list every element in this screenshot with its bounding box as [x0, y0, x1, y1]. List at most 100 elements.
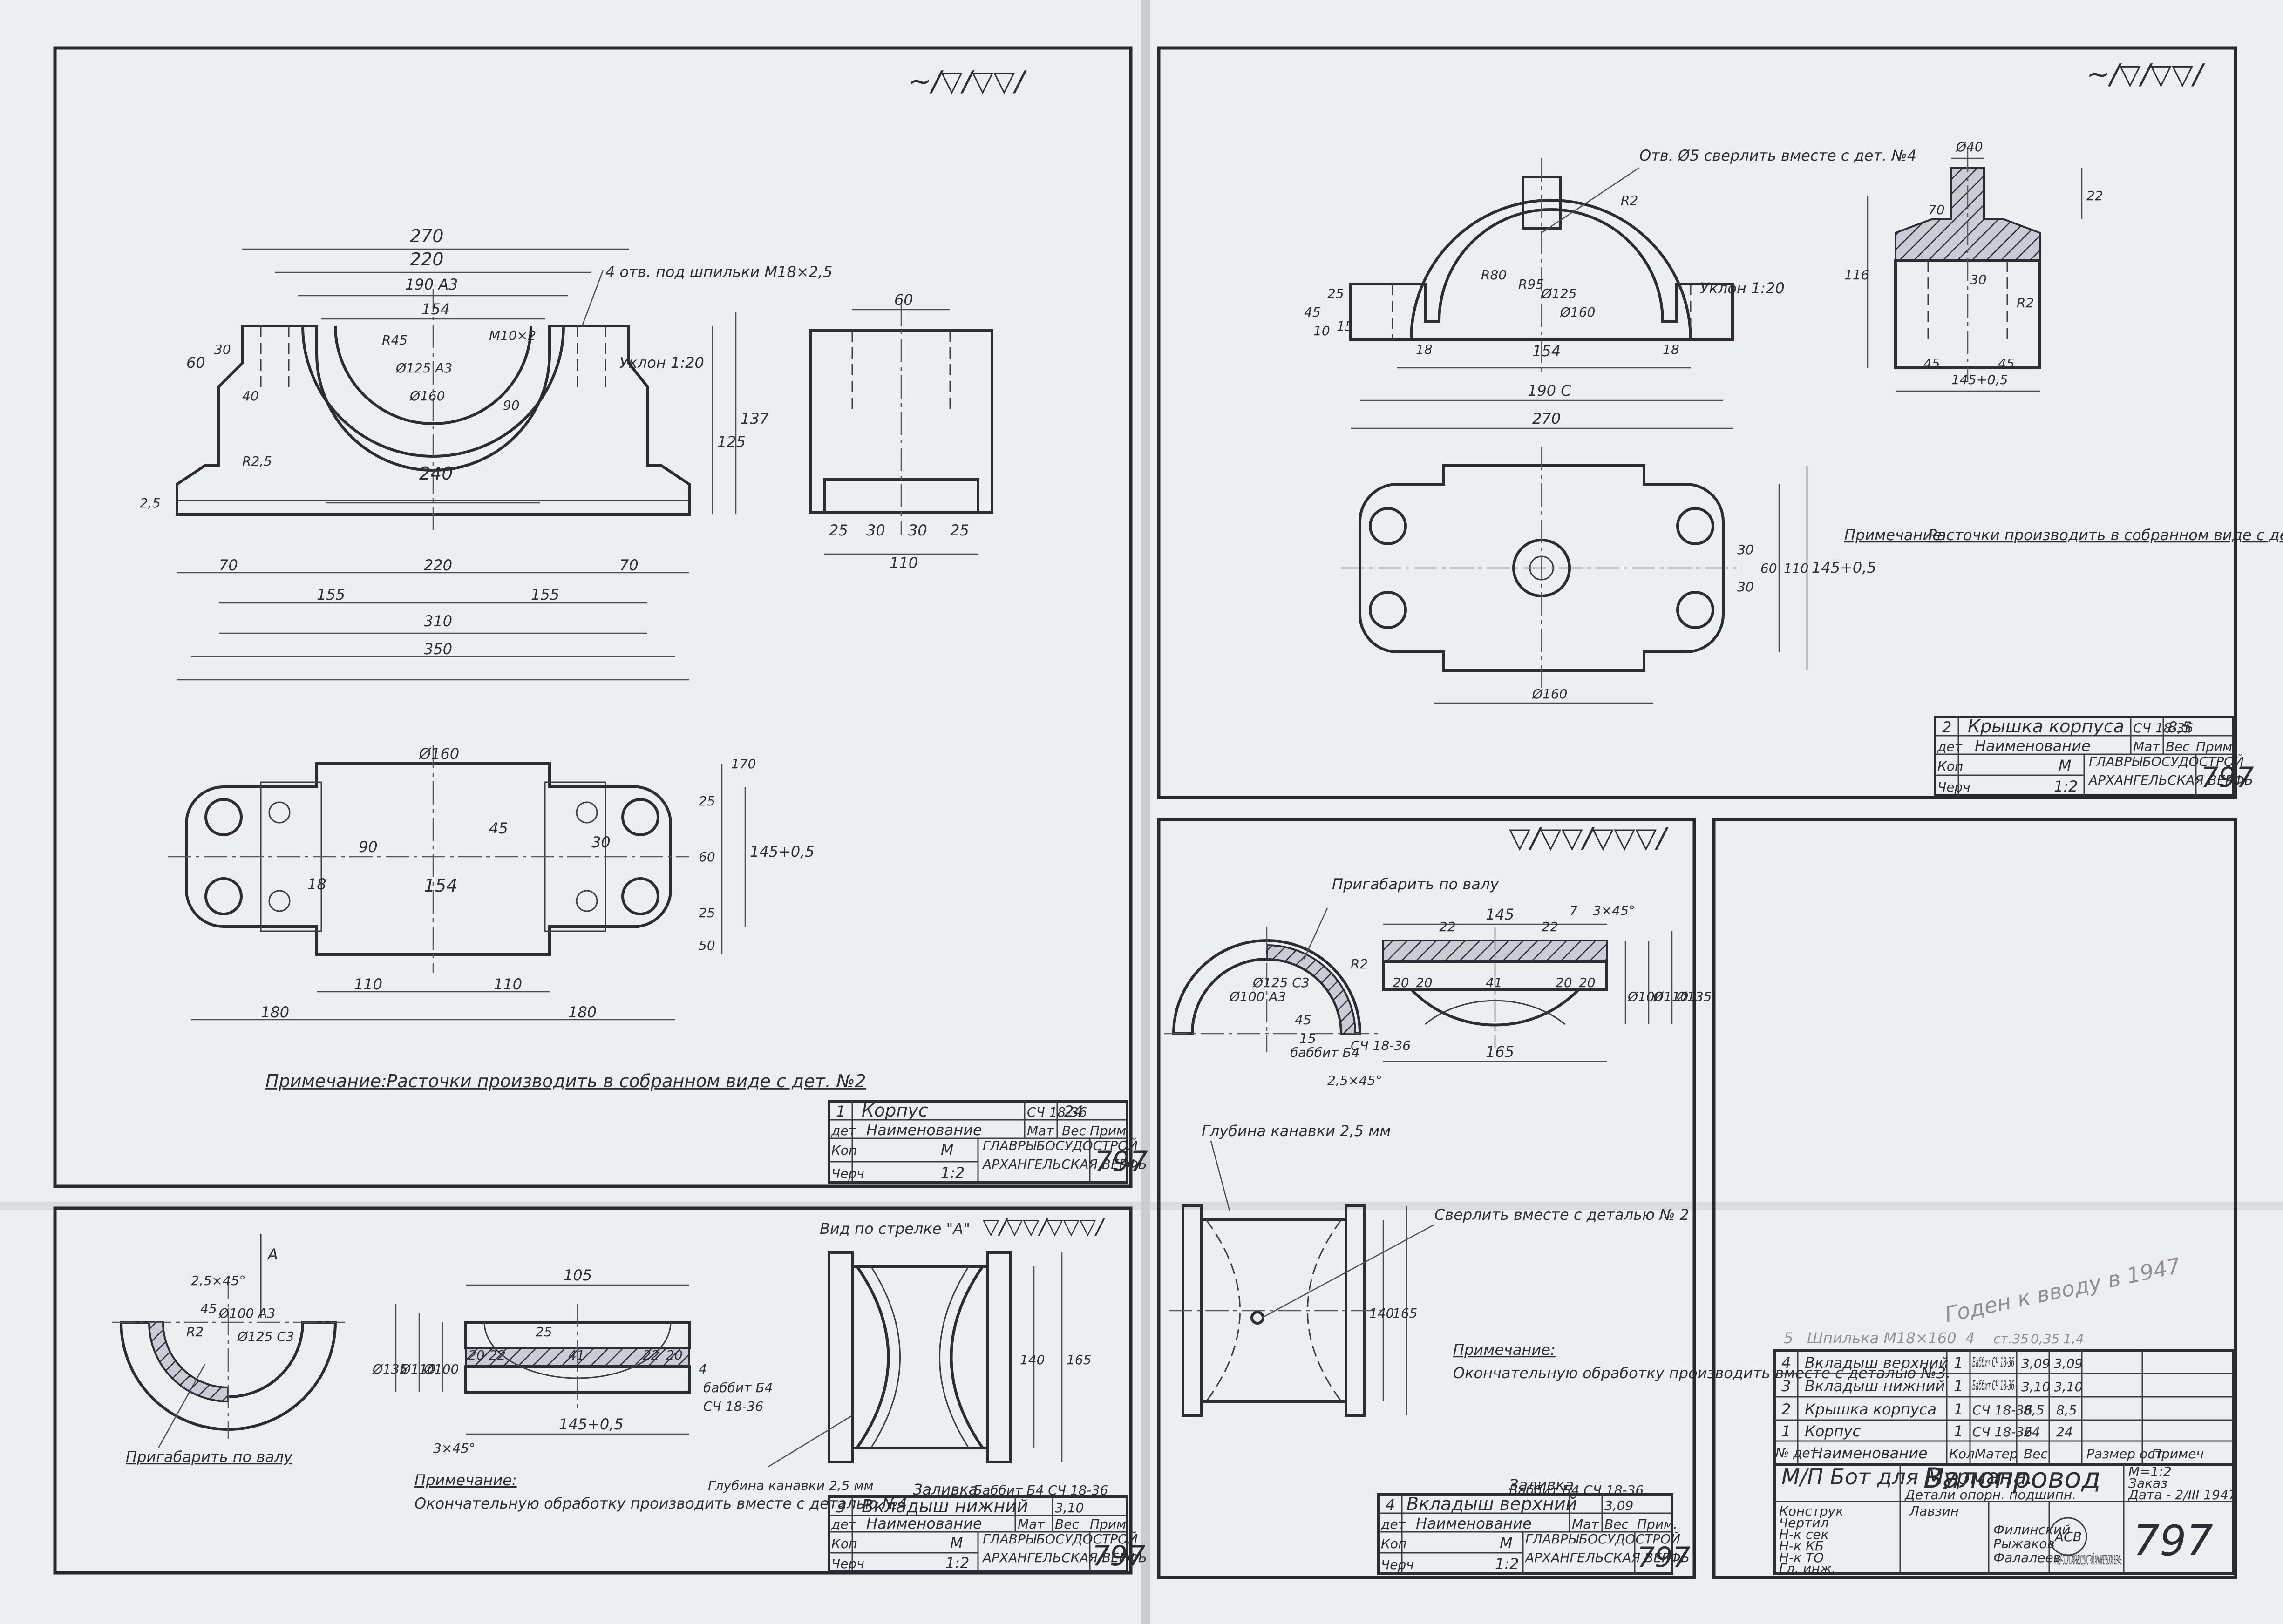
svg-text:Ø100: Ø100 — [423, 1361, 459, 1377]
svg-text:Ø160: Ø160 — [1560, 304, 1595, 320]
svg-text:Ø125 C3: Ø125 C3 — [237, 1329, 294, 1344]
svg-text:Вес: Вес — [1062, 1123, 1086, 1138]
svg-text:45: 45 — [1295, 1012, 1311, 1028]
svg-text:Баббит Б4 СЧ 18-36: Баббит Б4 СЧ 18-36 — [973, 1482, 1108, 1498]
svg-text:Ø160: Ø160 — [1532, 686, 1567, 702]
svg-text:155: 155 — [531, 586, 559, 603]
svg-text:Корпус: Корпус — [862, 1100, 928, 1121]
svg-text:125: 125 — [717, 433, 746, 451]
svg-text:8,5: 8,5 — [2024, 1402, 2045, 1418]
svg-text:20: 20 — [666, 1347, 683, 1363]
svg-text:Пригабарить по валу: Пригабарить по валу — [1332, 875, 1499, 893]
svg-text:140: 140 — [1369, 1306, 1394, 1321]
upper-liner-plan-view: 140 165 Глубина канавки 2,5 мм Сверлить … — [1169, 1122, 1689, 1417]
svg-text:Наименование: Наименование — [866, 1515, 982, 1532]
sheet-2-note-text: Расточки производить в собранном виде с … — [1928, 526, 2283, 544]
svg-text:R2: R2 — [1621, 193, 1638, 208]
svg-text:Уклон 1:20: Уклон 1:20 — [1700, 279, 1785, 297]
svg-text:Вес: Вес — [1055, 1516, 1079, 1532]
svg-text:Вес: Вес — [2024, 1446, 2048, 1462]
svg-text:Примеч: Примеч — [2152, 1446, 2204, 1462]
svg-text:М: М — [1500, 1534, 1513, 1552]
svg-text:Чертил: Чертил — [1779, 1515, 1829, 1530]
svg-text:1: 1 — [1781, 1422, 1791, 1440]
svg-text:797: 797 — [2201, 761, 2254, 794]
svg-text:Вес: Вес — [2166, 739, 2190, 754]
svg-text:270: 270 — [410, 226, 444, 246]
svg-text:30: 30 — [1970, 272, 1987, 287]
svg-text:Вкладыш верхний: Вкладыш верхний — [1406, 1494, 1577, 1514]
svg-text:18: 18 — [1416, 342, 1433, 357]
sheet-3-title-block: 4 Вкладыш верхний Баббит Б4 СЧ 18-36 3,0… — [1377, 1482, 1691, 1575]
svg-text:165: 165 — [1067, 1352, 1091, 1367]
svg-text:Коп: Коп — [831, 1536, 857, 1551]
surface-mark-1: ~/▽/▽▽/ — [908, 65, 1027, 98]
svg-text:45: 45 — [489, 819, 508, 837]
svg-text:3: 3 — [836, 1498, 845, 1516]
svg-text:24: 24 — [2056, 1424, 2073, 1440]
svg-text:Глубина канавки 2,5 мм: Глубина канавки 2,5 мм — [1202, 1122, 1391, 1140]
svg-text:60: 60 — [894, 291, 913, 309]
svg-text:110: 110 — [494, 975, 522, 993]
svg-text:Крышка корпуса: Крышка корпуса — [1805, 1401, 1936, 1418]
svg-text:Прим.: Прим. — [1090, 1123, 1130, 1138]
svg-text:137: 137 — [741, 410, 769, 427]
svg-text:Лавзин: Лавзин — [1909, 1503, 1959, 1519]
svg-text:4: 4 — [1386, 1496, 1395, 1514]
svg-text:1: 1 — [1954, 1422, 1963, 1440]
svg-text:Коп: Коп — [1381, 1536, 1406, 1551]
svg-text:145+0,5: 145+0,5 — [559, 1415, 624, 1433]
svg-text:Ø110: Ø110 — [1653, 989, 1688, 1004]
svg-text:СЧ 18-36: СЧ 18-36 — [1972, 1424, 2032, 1440]
svg-text:220: 220 — [410, 249, 444, 270]
svg-text:30: 30 — [908, 521, 927, 539]
svg-text:М=1:2: М=1:2 — [2128, 1464, 2172, 1479]
svg-text:АРХАНГЕЛЬСКАЯ ВЕРФЬ: АРХАНГЕЛЬСКАЯ ВЕРФЬ — [2088, 772, 2253, 788]
cover-plan-view: 30 30 60 110 145+0,5 Ø160 — [1341, 447, 1876, 704]
svg-text:3×45°: 3×45° — [1593, 903, 1635, 918]
svg-text:Отв. Ø5 сверлить вместе с дет.: Отв. Ø5 сверлить вместе с дет. №4 — [1639, 147, 1916, 164]
svg-text:22: 22 — [489, 1347, 506, 1363]
svg-text:Прим.: Прим. — [1637, 1516, 1678, 1532]
svg-text:Сверлить вместе с деталью № 2: Сверлить вместе с деталью № 2 — [1434, 1206, 1689, 1224]
svg-text:3,10: 3,10 — [2021, 1379, 2050, 1394]
svg-text:Ø135: Ø135 — [372, 1361, 408, 1377]
svg-text:30: 30 — [1737, 579, 1754, 595]
svg-text:Кол: Кол — [1949, 1446, 1975, 1462]
sheet-4-frame — [53, 1206, 1133, 1575]
svg-text:3,10: 3,10 — [1055, 1500, 1084, 1516]
svg-text:Ø110: Ø110 — [400, 1361, 435, 1377]
svg-text:СЧ 18-36: СЧ 18-36 — [1027, 1104, 1087, 1120]
svg-text:1: 1 — [836, 1103, 845, 1120]
svg-text:А: А — [267, 1245, 278, 1263]
svg-text:СЧ 18-36: СЧ 18-36 — [1351, 1038, 1411, 1053]
svg-text:1:2: 1:2 — [1495, 1555, 1519, 1573]
svg-text:Заказ: Заказ — [2128, 1475, 2167, 1491]
svg-text:Н-к КБ: Н-к КБ — [1779, 1538, 1824, 1554]
svg-text:145+0,5: 145+0,5 — [1951, 372, 2008, 387]
svg-text:4: 4 — [699, 1361, 707, 1377]
svg-text:Вес: Вес — [1604, 1516, 1629, 1532]
svg-text:50: 50 — [699, 938, 715, 953]
svg-text:25: 25 — [950, 521, 969, 539]
svg-text:1:2: 1:2 — [945, 1554, 970, 1572]
svg-text:8,5: 8,5 — [2056, 1402, 2077, 1418]
svg-text:797: 797 — [1094, 1145, 1148, 1178]
svg-text:30: 30 — [591, 833, 611, 851]
svg-text:190 A3: 190 A3 — [405, 276, 458, 293]
svg-text:Ø125 C3: Ø125 C3 — [1252, 975, 1310, 990]
svg-text:Черч: Черч — [831, 1556, 864, 1571]
svg-text:Н-к сек: Н-к сек — [1779, 1527, 1829, 1542]
sheet-5-frame — [1712, 818, 2237, 1579]
svg-text:Конструк: Конструк — [1779, 1503, 1843, 1519]
svg-text:Наименование: Наименование — [1812, 1444, 1928, 1462]
svg-text:20: 20 — [1416, 975, 1433, 990]
sheet-1-note-text: Расточки производить в собранном виде с … — [387, 1071, 866, 1091]
svg-text:145+0,5: 145+0,5 — [750, 843, 815, 860]
sheet-3-frame — [1157, 818, 1696, 1579]
main-title-block: М/П Бот для Мурмана. Валопровод Детали о… — [1773, 1462, 2237, 1576]
svg-text:140: 140 — [1020, 1352, 1045, 1367]
svg-text:АРХАНГЕЛЬСКАЯ ВЕРФЬ: АРХАНГЕЛЬСКАЯ ВЕРФЬ — [982, 1550, 1147, 1565]
svg-text:Ø40: Ø40 — [1956, 139, 1983, 155]
svg-text:СЧ 18-36: СЧ 18-36 — [2133, 720, 2193, 736]
